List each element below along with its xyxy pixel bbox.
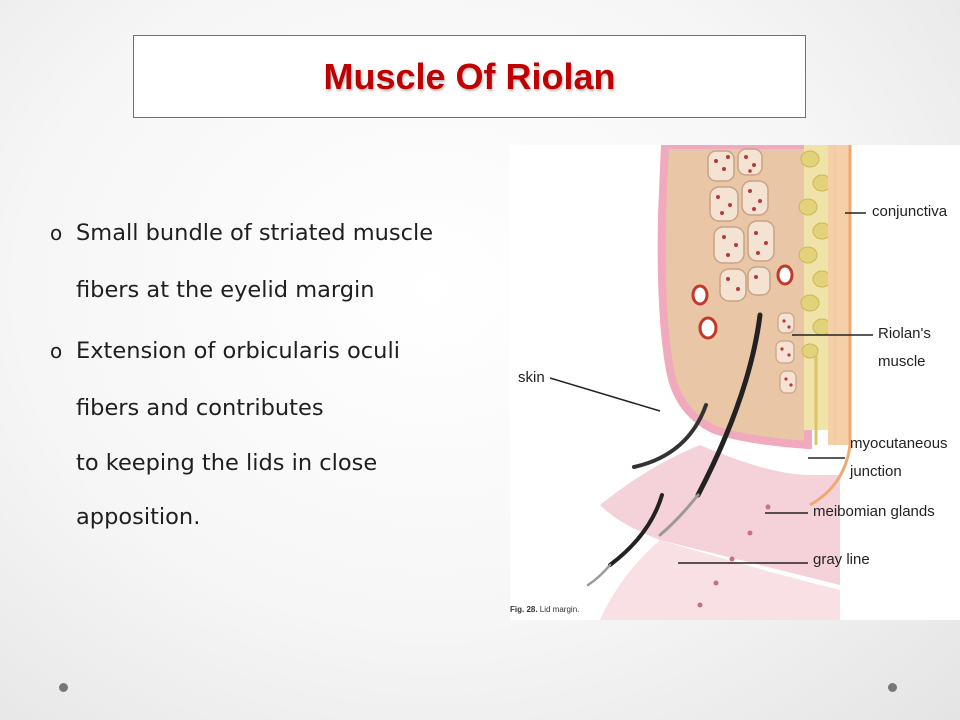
- bullet-line: Small bundle of striated muscle: [76, 220, 434, 246]
- figure-caption: Fig. 28. Lid margin.: [510, 605, 579, 614]
- label-conjunctiva: conjunctiva: [872, 203, 948, 220]
- title-box: Muscle Of Riolan: [133, 35, 806, 118]
- label-gray-line: gray line: [813, 551, 870, 568]
- label-riolans-muscle-1: Riolan's: [878, 325, 931, 342]
- bullet-line: to keeping the lids in close: [76, 450, 378, 476]
- bullet-list: o Small bundle of striated muscle fibers…: [50, 205, 495, 546]
- figure-caption-text: Lid margin.: [537, 605, 580, 614]
- label-myocutaneous-2: junction: [850, 463, 902, 480]
- bullet-text: Small bundle of striated muscle fibers a…: [76, 205, 433, 319]
- label-myocutaneous-1: myocutaneous: [850, 435, 948, 452]
- label-meibomian-glands: meibomian glands: [813, 503, 935, 520]
- bullet-line: fibers and contributes: [76, 395, 324, 421]
- eyelid-diagram: conjunctiva Riolan's muscle skin myocuta…: [510, 145, 960, 620]
- bullet-line: Extension of orbicularis oculi: [76, 338, 400, 364]
- bullet-line: apposition.: [76, 504, 201, 530]
- slide-title: Muscle Of Riolan: [323, 55, 616, 97]
- slide-dot-right: [888, 683, 897, 692]
- bullet-item: o Extension of orbicularis oculi fibers …: [50, 323, 495, 546]
- bullet-marker: o: [50, 221, 63, 245]
- bullet-item: o Small bundle of striated muscle fibers…: [50, 205, 495, 319]
- label-skin: skin: [518, 369, 545, 386]
- bullet-text: Extension of orbicularis oculi fibers an…: [76, 323, 400, 546]
- eyelid-illustration: [510, 145, 873, 620]
- bullet-marker: o: [50, 339, 63, 363]
- slide-dot-left: [59, 683, 68, 692]
- label-riolans-muscle-2: muscle: [878, 353, 926, 370]
- bullet-line: fibers at the eyelid margin: [76, 277, 375, 303]
- figure-caption-number: Fig. 28.: [510, 605, 538, 614]
